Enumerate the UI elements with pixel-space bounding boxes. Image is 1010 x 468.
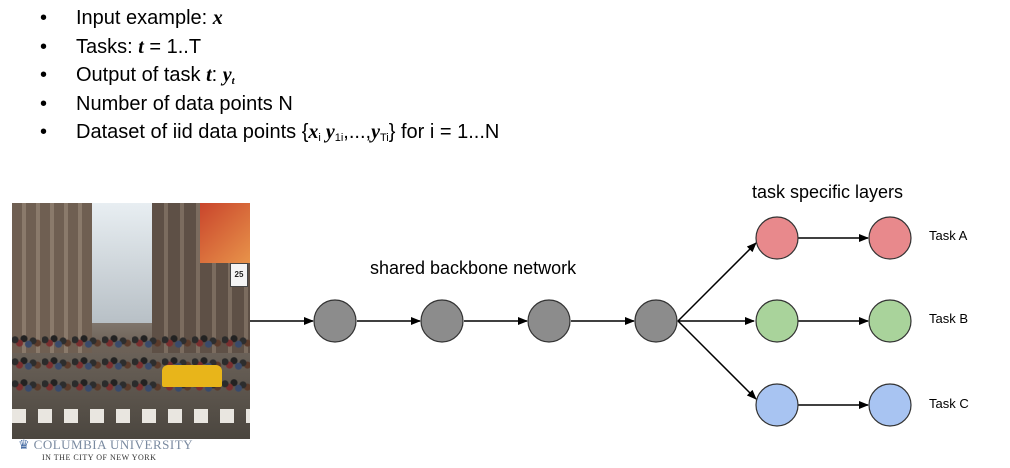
bullet-output: •Output of task t: yt bbox=[40, 64, 235, 87]
task-c-label: Task C bbox=[929, 396, 969, 411]
street-photo: 25 bbox=[12, 203, 250, 439]
bullet-num-points: •Number of data points N bbox=[40, 92, 293, 115]
task-c-node-1 bbox=[755, 383, 799, 427]
task-specific-label: task specific layers bbox=[752, 182, 903, 202]
task-b-node-2 bbox=[868, 299, 912, 343]
task-a-label: Task A bbox=[929, 228, 968, 243]
task-a-node-2 bbox=[868, 216, 912, 260]
arrow-n4-to-c1 bbox=[677, 320, 757, 400]
task-b-label: Task B bbox=[929, 311, 968, 326]
arrow-n4-to-a1 bbox=[677, 242, 757, 322]
bullet-tasks: •Tasks: t = 1..T bbox=[40, 35, 202, 58]
logo-name: COLUMBIA UNIVERSITY bbox=[33, 437, 194, 452]
logo-subtitle: IN THE CITY OF NEW YORK bbox=[42, 453, 157, 462]
shared-backbone-label: shared backbone network bbox=[370, 258, 577, 278]
backbone-node-1 bbox=[313, 299, 357, 343]
task-c-node-2 bbox=[868, 383, 912, 427]
backbone-node-4 bbox=[634, 299, 678, 343]
bullet-list: •Input example: x •Tasks: t = 1..T •Outp… bbox=[40, 4, 499, 147]
university-logo: ♛COLUMBIA UNIVERSITY IN THE CITY OF NEW … bbox=[18, 436, 194, 462]
crown-icon: ♛ bbox=[18, 437, 30, 452]
backbone-node-2 bbox=[420, 299, 464, 343]
task-a-node-1 bbox=[755, 216, 799, 260]
backbone-node-3 bbox=[527, 299, 571, 343]
bullet-dataset: •Dataset of iid data points {xi y1i,...,… bbox=[40, 121, 500, 144]
task-b-node-1 bbox=[755, 299, 799, 343]
bullet-input-example: •Input example: x bbox=[40, 7, 223, 29]
